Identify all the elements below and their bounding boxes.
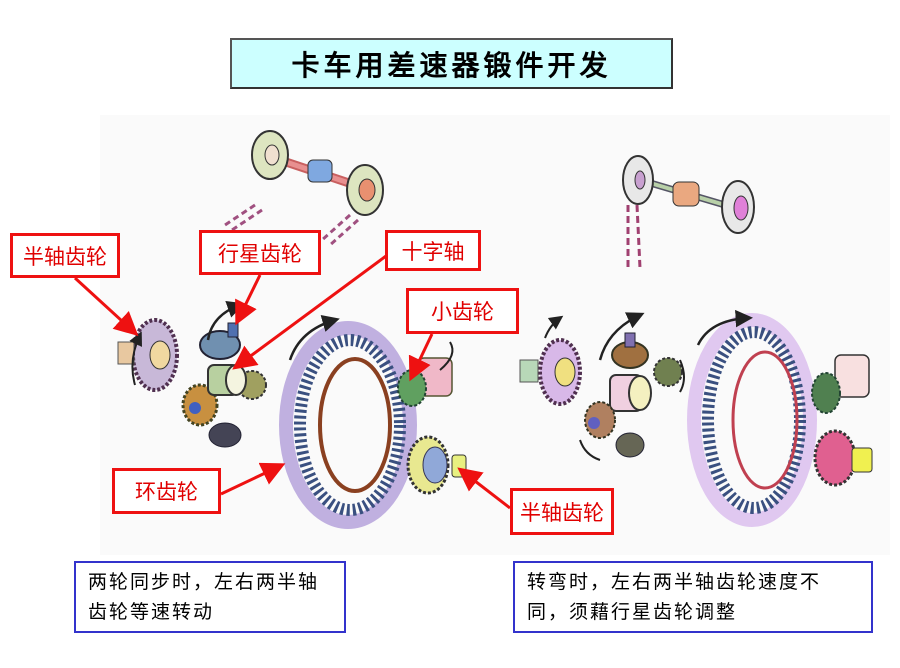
note-straight: 两轮同步时，左右两半轴齿轮等速转动 <box>74 561 346 633</box>
callout-arrow-planet-gear <box>235 274 262 326</box>
callout-arrow-side-gear-right <box>457 467 511 510</box>
ring-gear-icon <box>279 321 417 529</box>
note-straight-text: 两轮同步时，左右两半轴齿轮等速转动 <box>88 571 320 623</box>
callout-arrow-side-gear-left <box>73 276 139 337</box>
label-side-gear-left-text: 半轴齿轮 <box>23 244 107 269</box>
label-pinion-gear: 小齿轮 <box>406 288 519 334</box>
axle-turning-icon <box>622 155 755 269</box>
planet-gear-icon <box>181 322 267 448</box>
turning-differential-icon <box>519 309 873 527</box>
callout-arrow-ring-gear <box>220 462 286 496</box>
label-cross-shaft: 十字轴 <box>385 230 481 271</box>
label-planet-gear-text: 行星齿轮 <box>218 241 302 266</box>
label-ring-gear-text: 环齿轮 <box>135 480 198 504</box>
page-title: 卡车用差速器锻件开发 <box>291 48 612 82</box>
label-cross-shaft-text: 十字轴 <box>401 239 465 264</box>
note-turning-text: 转弯时，左右两半轴齿轮速度不同，须藉行星齿轮调整 <box>527 571 822 623</box>
label-side-gear-left: 半轴齿轮 <box>10 233 120 278</box>
title-box: 卡车用差速器锻件开发 <box>230 38 673 89</box>
cross-shaft-icon <box>207 364 247 396</box>
callout-arrow-cross-shaft <box>232 254 387 370</box>
label-pinion-gear-text: 小齿轮 <box>431 300 494 324</box>
label-side-gear-right-text: 半轴齿轮 <box>520 500 604 525</box>
side-gear-right-icon <box>406 435 467 495</box>
note-turning: 转弯时，左右两半轴齿轮速度不同，须藉行星齿轮调整 <box>513 561 873 633</box>
callout-arrow-pinion-gear <box>408 333 434 382</box>
axle-straight-icon <box>224 130 384 247</box>
label-side-gear-right: 半轴齿轮 <box>510 488 614 535</box>
label-planet-gear: 行星齿轮 <box>199 230 321 275</box>
label-ring-gear: 环齿轮 <box>112 468 221 514</box>
side-gear-left-icon <box>117 318 179 392</box>
